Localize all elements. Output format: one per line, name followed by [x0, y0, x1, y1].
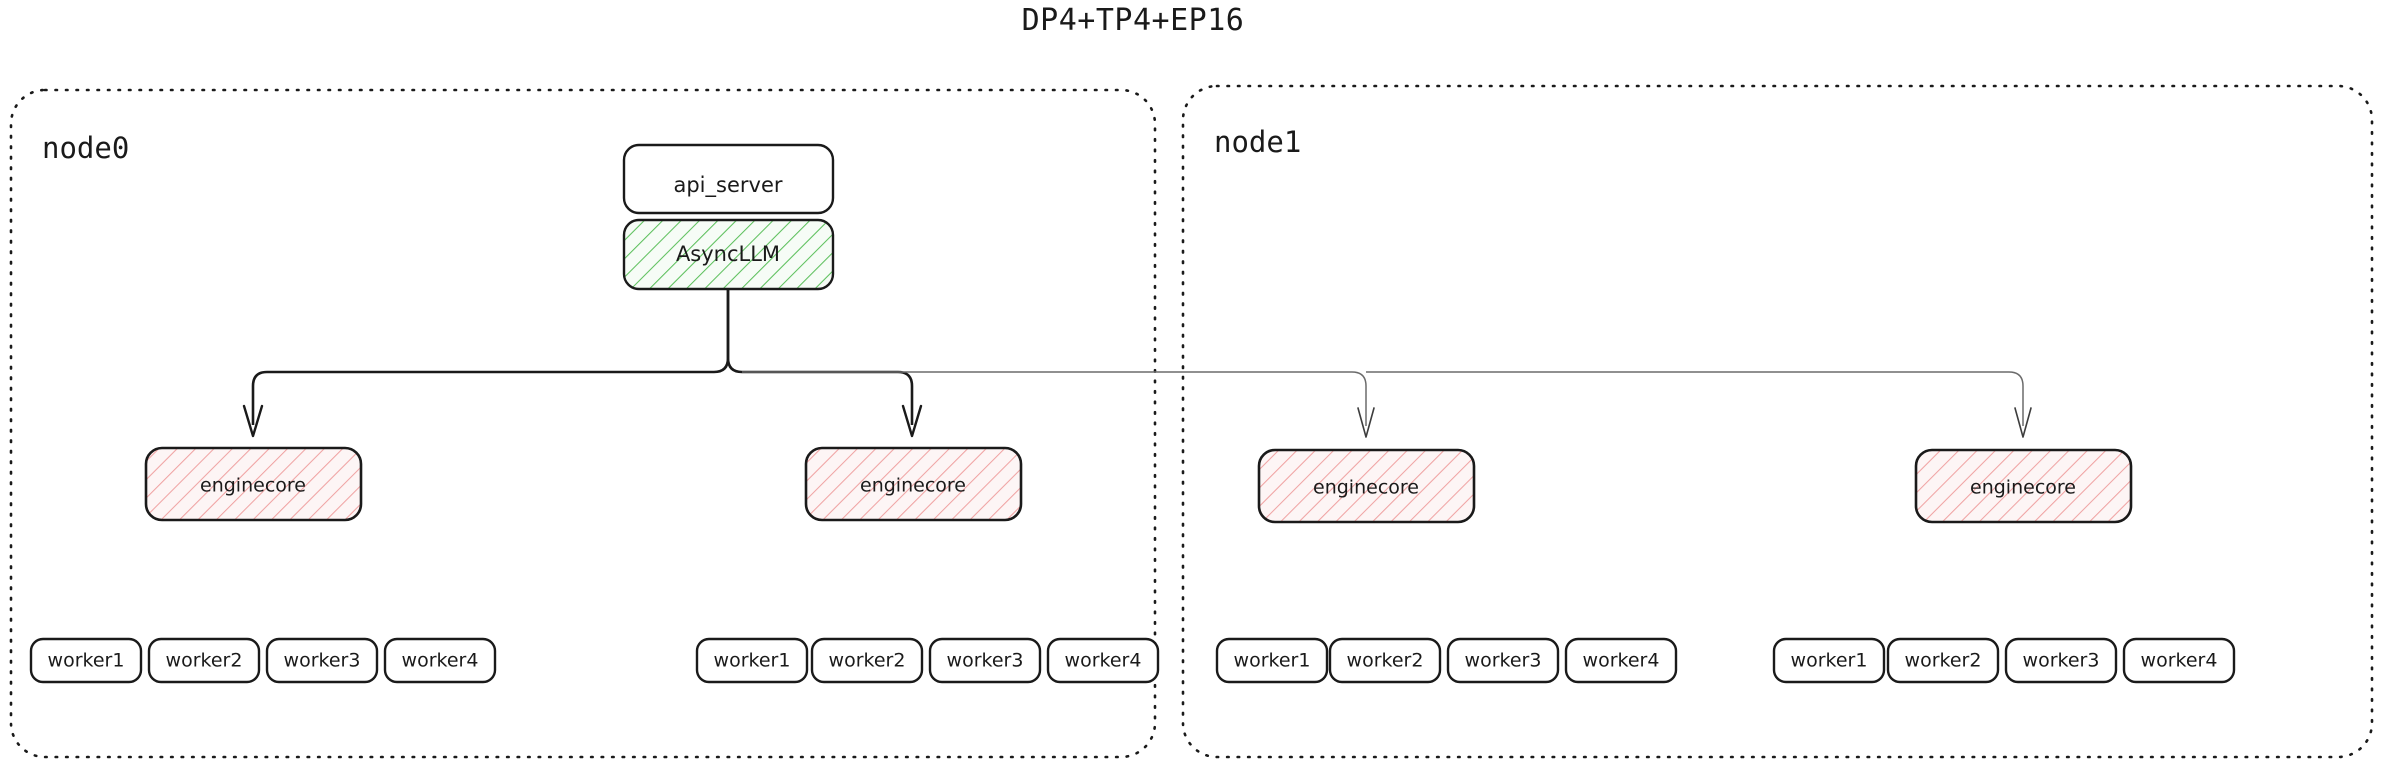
worker-label: worker4 [1583, 650, 1660, 672]
worker-label: worker3 [2023, 650, 2100, 672]
enginecore-rect[interactable] [804, 446, 1023, 522]
worker-box[interactable]: worker4 [383, 637, 497, 684]
node-container-node0: node0 [9, 88, 1157, 759]
worker-rect[interactable] [928, 637, 1042, 684]
enginecore-node1-1[interactable]: enginecore [1914, 448, 2133, 524]
arrowhead-node0ec0 [242, 404, 264, 438]
worker-label: worker1 [1234, 650, 1311, 672]
enginecore-label: enginecore [1313, 477, 1419, 499]
worker-rect[interactable] [147, 637, 261, 684]
worker-rect[interactable] [1772, 637, 1886, 684]
arrowhead-node0ec1 [901, 404, 923, 438]
worker-group-node1-0: worker1 worker2 worker3 worker4 [1215, 637, 1678, 684]
node1-label: node1 [1214, 125, 1301, 159]
worker-box[interactable]: worker3 [265, 637, 379, 684]
enginecore-node0-1[interactable]: enginecore [804, 446, 1023, 522]
arrowheads [242, 404, 2032, 438]
worker-box[interactable]: worker4 [2122, 637, 2236, 684]
worker-label: worker4 [1065, 650, 1142, 672]
worker-box[interactable]: worker4 [1046, 637, 1160, 684]
worker-group-node0-1: worker1 worker2 worker3 worker4 [695, 637, 1160, 684]
worker-label: worker3 [1465, 650, 1542, 672]
worker-box[interactable]: worker1 [1215, 637, 1329, 684]
enginecore-rect[interactable] [1257, 448, 1476, 524]
edge-asyncllm-node1ec0 [742, 371, 1367, 426]
worker-rect[interactable] [1215, 637, 1329, 684]
enginecore-label: enginecore [860, 475, 966, 497]
worker-rect[interactable] [1446, 637, 1560, 684]
api-server-label: api_server [673, 173, 782, 198]
enginecore-node0-0[interactable]: enginecore [144, 446, 363, 522]
worker-label: worker4 [2141, 650, 2218, 672]
worker-label: worker3 [947, 650, 1024, 672]
worker-box[interactable]: worker2 [1886, 637, 2000, 684]
async-llm-rect[interactable] [622, 218, 835, 291]
edge-bus [251, 290, 2024, 426]
worker-rect[interactable] [1886, 637, 2000, 684]
enginecore-label: enginecore [1970, 477, 2076, 499]
node-container-node1: node1 [1181, 84, 2374, 759]
arrowhead-node1ec0 [1357, 407, 1375, 438]
worker-box[interactable]: worker1 [695, 637, 809, 684]
worker-box[interactable]: worker4 [1564, 637, 1678, 684]
async-llm-label: AsyncLLM [676, 242, 780, 266]
worker-rect[interactable] [695, 637, 809, 684]
worker-rect[interactable] [1046, 637, 1160, 684]
worker-label: worker4 [402, 650, 479, 672]
worker-box[interactable]: worker3 [2004, 637, 2118, 684]
enginecore-label: enginecore [200, 475, 306, 497]
arrowhead-node1ec1 [2014, 407, 2032, 438]
api-server-box[interactable]: api_server [622, 143, 835, 215]
edge-asyncllm-node1ec1 [1366, 371, 2024, 426]
worker-box[interactable]: worker2 [810, 637, 924, 684]
api-server-rect[interactable] [622, 143, 835, 215]
async-llm-box[interactable]: AsyncLLM [622, 218, 835, 291]
worker-group-node0-0: worker1 worker2 worker3 worker4 [29, 637, 497, 684]
worker-rect[interactable] [2122, 637, 2236, 684]
worker-group-node1-1: worker1 worker2 worker3 worker4 [1772, 637, 2236, 684]
worker-rect[interactable] [1564, 637, 1678, 684]
worker-label: worker1 [48, 650, 125, 672]
worker-box[interactable]: worker3 [1446, 637, 1560, 684]
worker-box[interactable]: worker1 [29, 637, 143, 684]
node0-border [9, 88, 1157, 759]
edge-asyncllm-node0ec0 [251, 370, 714, 425]
worker-rect[interactable] [265, 637, 379, 684]
worker-box[interactable]: worker3 [928, 637, 1042, 684]
node1-border [1181, 84, 2374, 759]
page-title: DP4+TP4+EP16 [1022, 3, 1245, 38]
worker-label: worker2 [166, 650, 243, 672]
worker-box[interactable]: worker2 [1328, 637, 1442, 684]
worker-label: worker1 [1791, 650, 1868, 672]
enginecore-node1-0[interactable]: enginecore [1257, 448, 1476, 524]
worker-rect[interactable] [29, 637, 143, 684]
node0-label: node0 [42, 131, 129, 165]
worker-rect[interactable] [2004, 637, 2118, 684]
worker-label: worker1 [714, 650, 791, 672]
worker-label: worker3 [284, 650, 361, 672]
worker-box[interactable]: worker1 [1772, 637, 1886, 684]
worker-label: worker2 [1347, 650, 1424, 672]
worker-rect[interactable] [810, 637, 924, 684]
enginecore-rect[interactable] [1914, 448, 2133, 524]
worker-rect[interactable] [383, 637, 497, 684]
worker-label: worker2 [829, 650, 906, 672]
worker-box[interactable]: worker2 [147, 637, 261, 684]
worker-label: worker2 [1905, 650, 1982, 672]
worker-rect[interactable] [1328, 637, 1442, 684]
enginecore-rect[interactable] [144, 446, 363, 522]
